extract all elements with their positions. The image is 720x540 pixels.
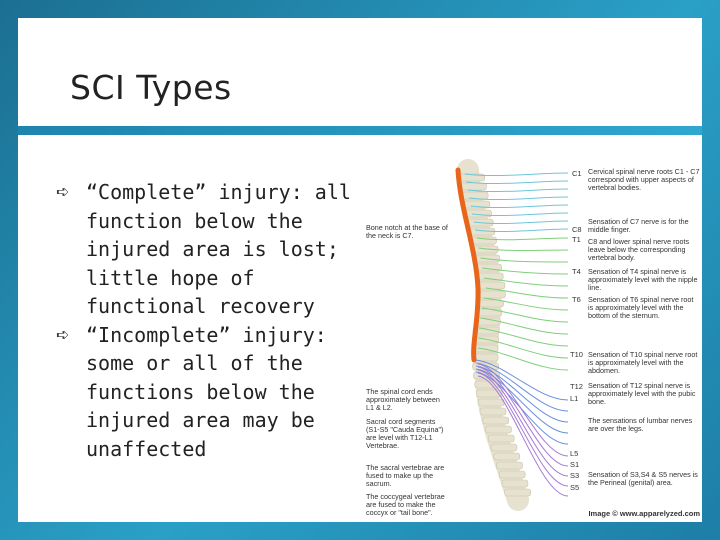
nerve-root [483, 297, 569, 311]
bullet-text: “Incomplete” injury: some or all of the … [86, 322, 327, 461]
nerve-root [466, 180, 569, 185]
left-note: The coccygeal vertebrae are fused to mak… [366, 492, 445, 517]
right-note: Sensation of T12 spinal nerve is approxi… [588, 381, 696, 406]
nerve-root [475, 359, 569, 401]
vertebra [482, 416, 510, 425]
vertebra [478, 281, 506, 290]
right-note: Cervical spinal nerve roots C1 - C7 corr… [588, 167, 700, 192]
nerve-root [464, 172, 569, 177]
right-note: Sensation of T10 spinal nerve root is ap… [588, 350, 698, 375]
nerve-root [476, 237, 569, 241]
nerve-root [475, 365, 569, 423]
right-note: Sensation of T6 spinal nerve root is app… [588, 295, 694, 320]
vertebra [498, 470, 526, 479]
level-label: L1 [570, 394, 579, 403]
vertebra [504, 488, 531, 497]
vertebra [470, 236, 497, 245]
spinal-cord [455, 167, 481, 363]
left-note: Bone notch at the base of the neck is C7… [366, 223, 448, 240]
right-note: The sensations of lumbar nerves are over… [588, 416, 693, 433]
nerve-root [479, 327, 569, 347]
nerve-root [467, 188, 569, 193]
level-label: T4 [572, 267, 581, 276]
bullet-item: ➪ “Incomplete” injury: some or all of th… [54, 321, 354, 464]
left-note: The sacral vertebrae are fused to make u… [366, 463, 445, 488]
right-note: Sensation of T4 spinal nerve is approxim… [588, 267, 698, 292]
nerve-root [477, 347, 569, 371]
accent-bar [18, 126, 702, 135]
vertebra [496, 461, 523, 470]
bullet-item: ➪ “Complete” injury: all function below … [54, 178, 354, 321]
arrow-bullet-icon: ➪ [56, 182, 70, 201]
vertebra [487, 434, 515, 443]
left-note: Sacral cord segments (S1-S5 "Cauda Equin… [366, 417, 444, 450]
nerve-root [477, 372, 569, 487]
nerve-root [478, 337, 569, 359]
nerve-root [470, 204, 569, 209]
spinal-cord-diagram: C1 C8 T1 T4 T6 T10 T12 L1 L5 S1 S3 S5 Ce… [340, 138, 702, 522]
nerve-root [469, 196, 569, 201]
left-note: The spinal cord ends approximately betwe… [366, 387, 440, 412]
nerve-root [480, 257, 569, 263]
level-label: S5 [570, 483, 580, 492]
nerve-root [477, 375, 569, 497]
vertebra [493, 452, 520, 461]
vertebra [477, 398, 505, 407]
bullet-list: ➪ “Complete” injury: all function below … [54, 178, 354, 463]
nerve-root [477, 363, 569, 457]
vertebra [460, 182, 487, 191]
level-label: T6 [572, 295, 581, 304]
arrow-bullet-icon: ➪ [56, 324, 70, 344]
nerve-root [475, 362, 569, 412]
nerve-root [473, 220, 569, 225]
vertebra [461, 191, 489, 200]
vertebra [479, 290, 506, 299]
spine-illustration [455, 159, 569, 511]
right-note: Sensation of S3,S4 & S5 nerves is the Pe… [588, 470, 698, 487]
level-label: T12 [570, 382, 583, 391]
level-label: T10 [570, 350, 583, 359]
nerve-root [484, 277, 569, 287]
vertebra [501, 479, 529, 488]
vertebra [465, 209, 492, 218]
title-band: SCI Types [18, 18, 702, 126]
vertebra [477, 299, 504, 308]
vertebra [479, 407, 507, 416]
nerve-root [485, 287, 569, 299]
vertebra [485, 425, 512, 434]
level-label: S1 [570, 460, 580, 469]
right-note: Sensation of C7 nerve is for the middle … [588, 217, 689, 234]
level-label: C8 [572, 225, 582, 234]
slide-title: SCI Types [70, 68, 232, 107]
nerve-root [477, 366, 569, 467]
vertebra [490, 443, 518, 452]
image-credit: Image © www.apparelyzed.com [588, 509, 700, 518]
nerve-root [481, 307, 569, 323]
level-label: T1 [572, 235, 581, 244]
nerve-root [478, 247, 569, 251]
nerve-root [472, 212, 569, 217]
nerve-root [480, 317, 569, 335]
slide: SCI Types ➪ “Complete” injury: all funct… [18, 18, 702, 522]
vertebra [476, 389, 503, 398]
bullet-text: “Complete” injury: all function below th… [86, 180, 351, 318]
level-label: L5 [570, 449, 579, 458]
nerve-roots [464, 172, 569, 497]
right-note: C8 and lower spinal nerve roots leave be… [588, 237, 690, 262]
nerve-root [482, 267, 569, 275]
level-label: C1 [572, 169, 582, 178]
nerve-root [477, 369, 569, 477]
nerve-root [475, 228, 569, 233]
nerve-root [475, 368, 569, 434]
level-label: S3 [570, 471, 580, 480]
